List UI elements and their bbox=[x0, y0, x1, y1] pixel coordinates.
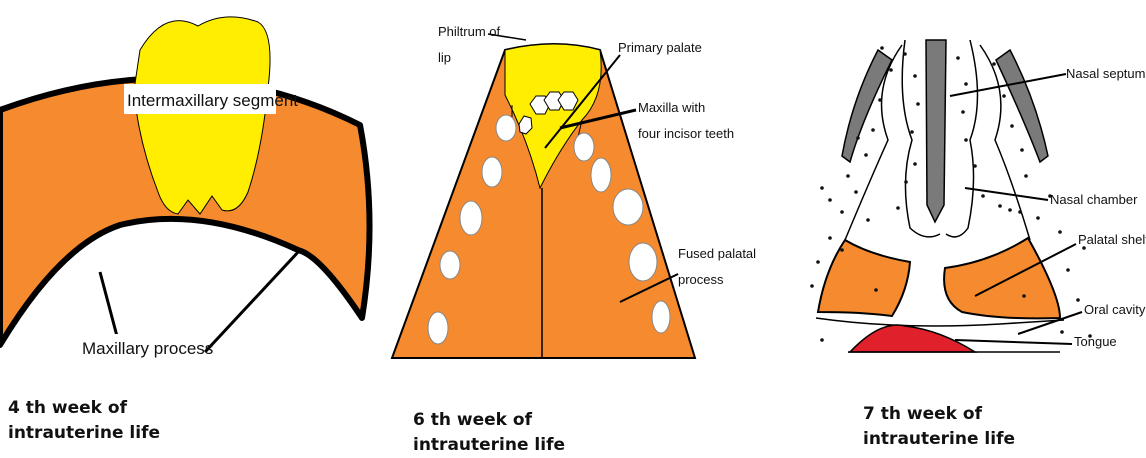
caption-7th-week-line2: intrauterine life bbox=[863, 427, 1015, 452]
ruga bbox=[591, 158, 611, 192]
maxillary-process-label: Maxillary process bbox=[82, 339, 213, 358]
caption-4th-week-line2: intrauterine life bbox=[8, 421, 160, 446]
tongue-label: Tongue bbox=[1074, 334, 1117, 349]
nasal-chamber-label: Nasal chamber bbox=[1050, 192, 1138, 207]
tongue-leader bbox=[955, 340, 1072, 344]
left-lateral-wall bbox=[842, 50, 892, 162]
palatal-shelf-label: Palatal shelf bbox=[1078, 232, 1146, 247]
fused-palatal-label-line1: Fused palatal bbox=[678, 246, 756, 261]
caption-4th-week: 4 th week of intrauterine life bbox=[8, 396, 160, 446]
ruga bbox=[652, 301, 670, 333]
maxillary-leader-left bbox=[100, 272, 118, 340]
primary-palate-label: Primary palate bbox=[618, 40, 702, 55]
ruga bbox=[496, 115, 516, 141]
caption-6th-week: 6 th week of intrauterine life bbox=[413, 408, 565, 458]
panel-6th-week: Philtrum of lip Primary palate Maxilla w… bbox=[392, 24, 756, 358]
caption-4th-week-line1: 4 th week of bbox=[8, 396, 160, 421]
ruga bbox=[460, 201, 482, 235]
ruga bbox=[629, 243, 657, 281]
panel-4th-week: Intermaxillary segment Maxillary process bbox=[0, 17, 370, 358]
ruga bbox=[440, 251, 460, 279]
right-palatal-shelf bbox=[944, 238, 1060, 318]
nasal-septum-shape bbox=[926, 40, 946, 222]
ruga bbox=[428, 312, 448, 344]
left-palatal-shelf bbox=[818, 240, 910, 316]
maxilla-label-line1: Maxilla with bbox=[638, 100, 705, 115]
oral-cavity-label: Oral cavity bbox=[1084, 302, 1146, 317]
fused-palatal-label-line2: process bbox=[678, 272, 724, 287]
maxillary-leader-right bbox=[205, 250, 300, 352]
ruga bbox=[482, 157, 502, 187]
philtrum-label-line2: lip bbox=[438, 50, 451, 65]
caption-6th-week-line1: 6 th week of bbox=[413, 408, 565, 433]
tongue-shape bbox=[850, 325, 975, 352]
caption-7th-week: 7 th week of intrauterine life bbox=[863, 402, 1015, 452]
nasal-septum-label: Nasal septum bbox=[1066, 66, 1145, 81]
panel-7th-week: Nasal septum Nasal chamber Palatal shelf… bbox=[810, 40, 1146, 352]
right-lateral-wall bbox=[996, 50, 1048, 162]
nasal-chamber-leader bbox=[965, 188, 1048, 200]
maxilla-label-line2: four incisor teeth bbox=[638, 126, 734, 141]
caption-6th-week-line2: intrauterine life bbox=[413, 433, 565, 458]
ruga bbox=[574, 133, 594, 161]
intermaxillary-segment-label: Intermaxillary segment bbox=[127, 91, 298, 110]
philtrum-label-line1: Philtrum of bbox=[438, 24, 501, 39]
ruga bbox=[613, 189, 643, 225]
caption-7th-week-line1: 7 th week of bbox=[863, 402, 1015, 427]
